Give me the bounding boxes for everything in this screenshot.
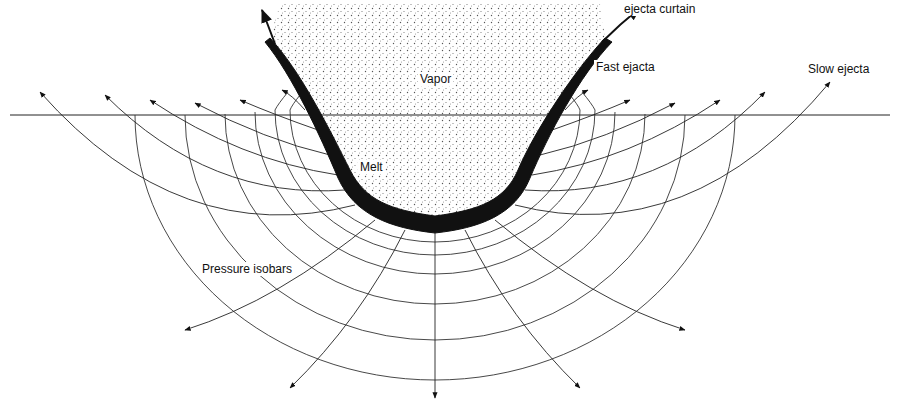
text-label: Slow ejecta — [806, 62, 871, 76]
text-label: Melt — [358, 160, 385, 174]
text-label: Fast ejacta — [594, 60, 657, 74]
text-label: ejecta curtain — [622, 2, 697, 16]
text-label: Pressure isobars — [200, 262, 294, 276]
flow-arrows — [40, 82, 830, 398]
melt-layer — [265, 38, 612, 233]
text-label: Vapor — [418, 72, 453, 86]
